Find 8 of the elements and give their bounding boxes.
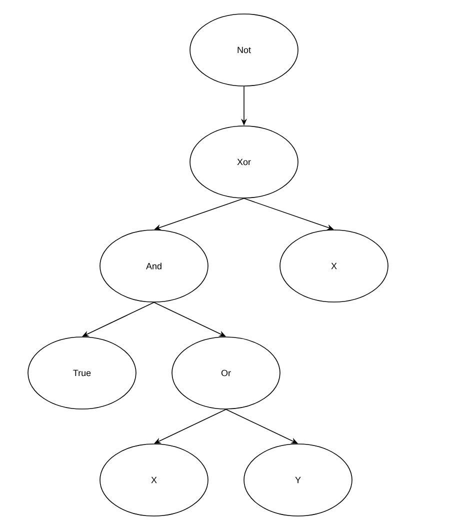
tree-node: Y <box>244 444 352 516</box>
tree-node: Or <box>172 336 280 410</box>
tree-node: Not <box>190 14 298 86</box>
tree-node: Xor <box>190 126 298 198</box>
tree-node: True <box>28 336 136 410</box>
tree-node: X <box>280 230 388 302</box>
tree-node: And <box>100 230 208 302</box>
tree-node: X <box>100 444 208 516</box>
